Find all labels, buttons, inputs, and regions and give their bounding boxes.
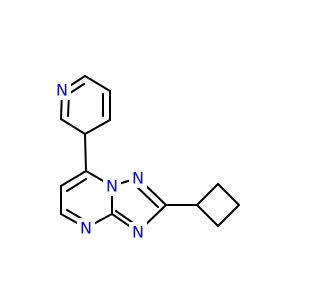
bond-pyrimidine-c7-c6 [60, 170, 87, 187]
atom-label-background [129, 168, 147, 188]
atom-symbol: N [80, 219, 92, 238]
molecule-structure: N N N N N [53, 75, 240, 242]
bond-triazole-n2-c2-double [134, 184, 159, 208]
atom-pyrimidine-nitrogen: N [77, 218, 95, 238]
atom-triazole-nitrogen-4: N [129, 222, 147, 242]
bond-cyclobutyl-c2-c3 [217, 183, 240, 206]
atom-label-background [53, 80, 71, 100]
atom-bridgehead-nitrogen: N [103, 176, 121, 196]
atom-triazole-nitrogen-2: N [129, 168, 147, 188]
atom-label-background [103, 176, 121, 196]
atom-pyridine-nitrogen: N [53, 80, 71, 100]
atom-symbol: N [132, 169, 144, 188]
bond-cyclobutyl-c3-c4 [217, 204, 240, 227]
atom-labels: N N N N N [53, 80, 147, 242]
atom-label-background [129, 222, 147, 242]
bond-pyridine-c2-c3 [60, 118, 86, 135]
atom-symbol: N [56, 81, 68, 100]
bond-cyclobutyl-c1-c2 [196, 183, 219, 206]
bond-pyrimidine-c7-c6-double [66, 178, 87, 192]
bond-pyridine-c5-c6 [84, 75, 111, 92]
atom-symbol: N [132, 223, 144, 242]
atom-symbol: N [106, 177, 118, 196]
bond-layer [60, 75, 240, 233]
atom-label-background [77, 218, 95, 238]
bond-cyclobutyl-c4-c1 [196, 204, 219, 227]
bond-pyridine-to-pyrimidine [84, 133, 87, 172]
bond-pyridine-c3-c4 [84, 119, 111, 135]
